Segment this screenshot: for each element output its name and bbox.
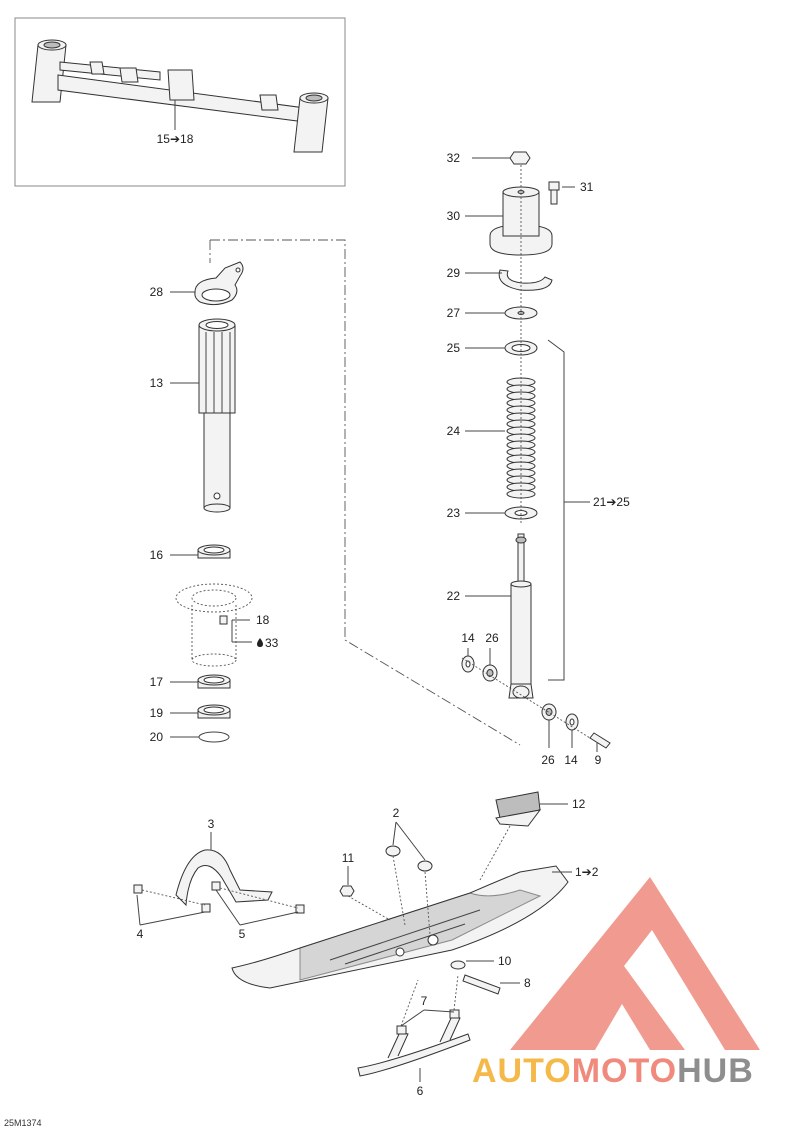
callout-25: 25	[447, 341, 461, 355]
watermark-text: AUTOMOTOHUB	[472, 1052, 754, 1090]
lower-bushing-part	[197, 674, 231, 689]
housing-ghost	[175, 583, 253, 667]
callout-14-left: 14	[461, 631, 475, 645]
callout-12: 12	[572, 797, 586, 811]
shock-assembly	[461, 151, 611, 749]
ski-handle-part	[495, 791, 542, 827]
callout-4: 4	[137, 927, 144, 941]
oil-drop-icon	[257, 638, 263, 647]
lever-plate-part	[194, 261, 244, 306]
callout-22: 22	[447, 589, 461, 603]
callout-10: 10	[498, 954, 512, 968]
axle-inset: 15➔18	[14, 17, 346, 187]
part-code: 25M1374	[4, 1118, 42, 1128]
triangle-logo-icon	[510, 877, 760, 1050]
axle-tube-drawing	[31, 39, 329, 153]
nut-part	[509, 151, 531, 165]
circlip-part	[198, 731, 230, 743]
callout-29: 29	[447, 266, 461, 280]
callout-20: 20	[150, 730, 164, 744]
callout-17: 17	[150, 675, 164, 689]
callout-19: 19	[150, 706, 164, 720]
bushing-right-part	[541, 703, 579, 731]
callout-23: 23	[447, 506, 461, 520]
thrust-washer-part	[197, 704, 231, 719]
upper-bushing-part	[197, 544, 231, 559]
callout-31: 31	[580, 180, 594, 194]
callout-16: 16	[150, 548, 164, 562]
ski-washer-part	[450, 960, 466, 970]
bolt-left-part	[133, 884, 211, 913]
callout-8: 8	[524, 976, 531, 990]
callout-11: 11	[342, 851, 355, 865]
runner-part	[357, 1015, 471, 1077]
grease-fitting-part	[219, 615, 228, 625]
callout-3: 3	[208, 817, 215, 831]
callout-6: 6	[417, 1084, 424, 1098]
callout-30: 30	[447, 209, 461, 223]
ski-loop-part	[175, 849, 273, 907]
ski-assembly	[133, 791, 569, 1077]
retainer-part	[504, 340, 538, 356]
callout-32: 32	[447, 151, 461, 165]
callout-14-right: 14	[564, 753, 578, 767]
callout-33: 33	[265, 636, 279, 650]
callout-33-group: 33	[257, 636, 279, 650]
leader-lines	[136, 157, 598, 1082]
callout-18: 18	[256, 613, 270, 627]
ski-bolt-part	[462, 974, 501, 995]
callout-28: 28	[150, 285, 164, 299]
callout-9: 9	[595, 753, 602, 767]
callout-1-2: 1➔2	[575, 865, 599, 879]
ski-body-part	[231, 865, 569, 989]
watermark-logo: AUTOMOTOHUB	[472, 877, 760, 1090]
callout-21-25: 21➔25	[593, 495, 630, 509]
callout-5: 5	[239, 927, 246, 941]
inset-label: 15➔18	[157, 132, 194, 146]
callout-27: 27	[447, 306, 461, 320]
shock-body-part	[508, 533, 534, 699]
callout-2: 2	[393, 806, 400, 820]
callout-13: 13	[150, 376, 164, 390]
screw-part	[548, 181, 560, 205]
clip-ring-part	[498, 269, 553, 291]
cushion-part	[385, 845, 433, 872]
ski-nut-part	[339, 885, 355, 897]
callout-26-right: 26	[541, 753, 555, 767]
spindle-assembly	[175, 239, 521, 746]
callout-labels: 32 31 30 29 27 25 24 23 22 21➔25 14 26 2…	[137, 151, 630, 1098]
pin-part	[589, 732, 611, 749]
callout-7: 7	[421, 994, 428, 1008]
spindle-part	[198, 318, 236, 513]
callout-26-left: 26	[485, 631, 499, 645]
callout-24: 24	[447, 424, 461, 438]
